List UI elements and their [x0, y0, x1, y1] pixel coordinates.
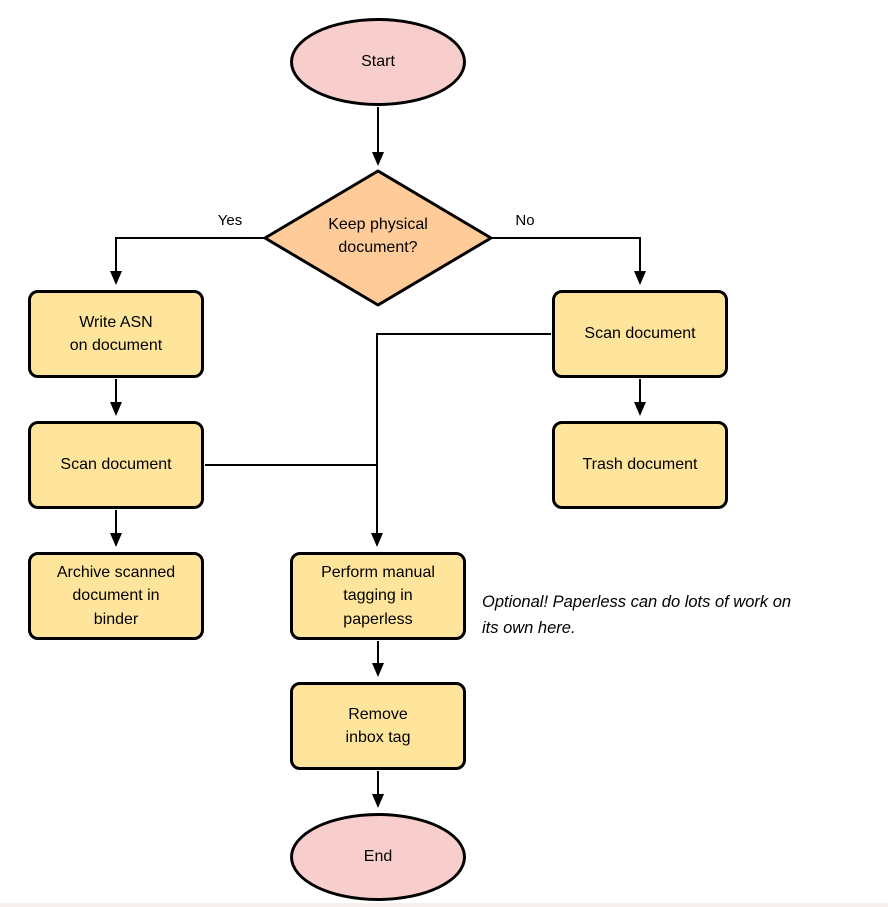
edge-label-no: No: [515, 212, 535, 229]
edge-scan-right-to-tagging: [371, 333, 551, 547]
scan-document-right-node: Scan document: [552, 290, 728, 378]
write-asn-node: Write ASN on document: [28, 290, 204, 378]
start-node: Start: [290, 18, 466, 106]
manual-tagging-node: Perform manual tagging in paperless: [290, 552, 466, 640]
decision-diamond-shape: [263, 169, 493, 307]
archive-document-node: Archive scanned document in binder: [28, 552, 204, 640]
decision-node: Keep physical document?: [328, 216, 428, 257]
end-node: End: [290, 813, 466, 901]
bottom-edge-strip: [0, 903, 888, 907]
edge-decision-no-to-scan-right: [492, 237, 646, 285]
scan-document-left-node: Scan document: [28, 421, 204, 509]
edge-label-yes: Yes: [217, 212, 243, 229]
optional-annotation: Optional! Paperless can do lots of work …: [482, 593, 792, 638]
remove-inbox-tag-node: Remove inbox tag: [290, 682, 466, 770]
edge-decision-yes-to-write-asn: [110, 237, 264, 285]
trash-document-node: Trash document: [552, 421, 728, 509]
